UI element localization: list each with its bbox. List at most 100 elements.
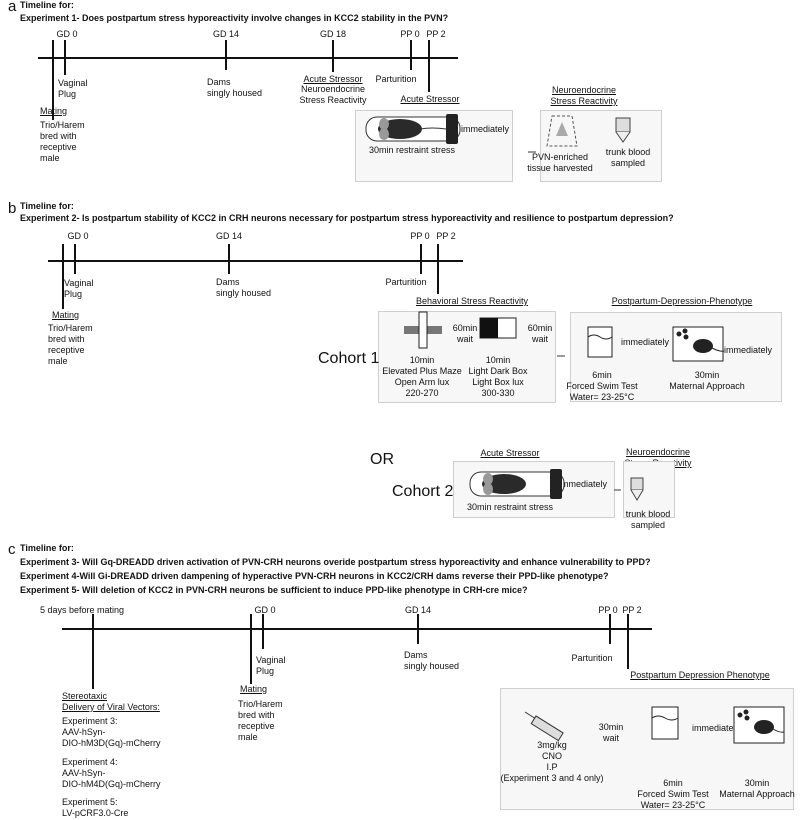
syringe-icon [524,711,564,742]
acute-stressor-a: Acute Stressor [400,94,460,104]
wait30-c: 30min wait [598,722,624,743]
timeline-a-axis [38,57,458,59]
tick-a-label-gd14: GD 14 [212,29,240,39]
restraint-tube-icon [365,114,461,144]
tube-icon-b [630,477,644,501]
wait60a-b: 60min wait [452,323,478,344]
tick-c-pp2 [627,614,629,669]
panel-a-timeline-for: Timeline for: [20,0,74,10]
swim-beaker-icon-c [651,706,679,740]
tick-a-label-gd0: GD 0 [56,29,78,39]
tick-b-gd0 [74,244,76,274]
mating-c: Mating [240,684,268,694]
parturition-b: Parturition [385,277,427,287]
timeline-b-axis [48,260,463,262]
swim-beaker-icon-b [587,326,613,358]
ppd-title-b: Postpartum-Depression-Phenotype [611,296,753,306]
wait60b-b: 60min wait [527,323,553,344]
immediately1-b: immediately [620,337,670,347]
vec3-c: Experiment 3: AAV-hSyn- DIO-hM3D(Gq)-mCh… [62,716,161,748]
vaginal-plug-b: Vaginal Plug [64,278,94,299]
tick-b-pp0 [420,244,422,274]
panel-b-title: Experiment 2- Is postpartum stability of… [20,213,674,223]
brain-slice-icon [546,115,578,147]
ldb-b: 10min Light Dark Box Light Box lux 300-3… [468,355,528,398]
tick-a-gd18 [332,40,334,72]
tick-b-label-pp2: PP 2 [436,231,456,241]
gd18-neuro: Neuroendocrine Stress Reactivity [299,84,367,105]
cno-c: 3mg/kg CNO I.P (Experiment 3 and 4 only) [500,740,604,783]
tick-c-mating [250,614,252,684]
panel-c-exp5: Experiment 5- Will deletion of KCC2 in P… [20,585,528,595]
maternal-b: 30min Maternal Approach [669,370,745,391]
cohort1: Cohort 1 [318,350,380,367]
stereotaxic-c: Stereotaxic Delivery of Viral Vectors: [62,691,160,712]
tick-a-pp2 [428,40,430,92]
mating-a: Mating [40,106,68,116]
dams-c: Dams singly housed [404,650,460,671]
vec5-c: Experiment 5: LV-pCRF3.0-Cre [62,797,129,818]
vec4-c: Experiment 4: AAV-hSyn- DIO-hM4D(Gq)-mCh… [62,757,161,789]
restraint-a: 30min restraint stress [368,145,456,155]
epm-b: 10min Elevated Plus Maze Open Arm lux 22… [382,355,462,398]
tick-c-gd14 [417,614,419,644]
fst-b: 6min Forced Swim Test Water= 23-25°C [566,370,638,402]
panel-a-letter: a [8,0,17,15]
mating-desc-a: Trio/Harem bred with receptive male [40,120,85,163]
tick-b-mating [62,244,64,309]
tube-icon-a [615,117,631,143]
timeline-c-axis [62,628,652,630]
panel-c-timeline-for: Timeline for: [20,543,74,553]
mating-desc-c: Trio/Harem bred with receptive male [238,699,283,742]
light-dark-box-icon [479,317,517,339]
acute-stressor-b: Acute Stressor [480,448,540,458]
vaginal-plug-a: Vaginal Plug [58,78,88,99]
five-days-c: 5 days before mating [40,605,125,615]
mating-b: Mating [52,310,80,320]
panel-c-letter: c [8,541,16,558]
tick-a-label-gd18: GD 18 [319,29,347,39]
tick-c-label-gd14: GD 14 [404,605,432,615]
tick-b-gd14 [228,244,230,274]
tick-a-label-pp0: PP 0 [400,29,420,39]
tick-b-pp2 [437,244,439,294]
gd18-acute-stressor: Acute Stressor [303,74,363,84]
trunk-a: trunk blood sampled [605,147,651,168]
tick-a-gd14 [225,40,227,70]
restraint-b: 30min restraint stress [466,502,554,512]
immediately-c: immediately [691,723,741,733]
tick-a-label-pp2: PP 2 [426,29,446,39]
behavioral-title-b: Behavioral Stress Reactivity [415,296,529,306]
panel-c-exp3: Experiment 3- Will Gq-DREADD driven acti… [20,557,651,567]
or-label: OR [370,451,394,468]
tick-c-label-gd0: GD 0 [254,605,276,615]
elevated-plus-maze-icon [404,311,442,349]
parturition-c: Parturition [571,653,613,663]
dams-b: Dams singly housed [216,277,272,298]
vaginal-plug-c: Vaginal Plug [256,655,286,676]
tick-c-pp0 [609,614,611,644]
tick-c-5days [92,614,94,689]
restraint-tube-icon-b [469,469,565,499]
trunk-b: trunk blood sampled [625,509,671,530]
mating-desc-b: Trio/Harem bred with receptive male [48,323,93,366]
panel-c-exp4: Experiment 4-Will Gi-DREADD driven dampe… [20,571,609,581]
dams-a: Dams singly housed [207,77,263,98]
tick-a-pp0 [410,40,412,70]
immediately-a: immediately [460,124,510,134]
immediately3-b: immediately [558,479,608,489]
maternal-c: 30min Maternal Approach [719,778,795,799]
fst-c: 6min Forced Swim Test Water= 23-25°C [637,778,709,810]
pvn-a: PVN-enriched tissue harvested [527,152,593,173]
immediately2-b: immediately [723,345,773,355]
panel-b-letter: b [8,200,17,217]
neuro-title-a: Neuroendocrine Stress Reactivity [550,85,618,106]
tick-c-label-pp0: PP 0 [598,605,618,615]
tick-b-label-pp0: PP 0 [410,231,430,241]
tick-c-gd0 [262,614,264,649]
maternal-cage-icon-b [672,326,725,362]
tick-b-label-gd0: GD 0 [67,231,89,241]
ppd-title-c: Postpartum Depression Phenotype [630,670,770,680]
panel-a-title: Experiment 1- Does postpartum stress hyp… [20,13,449,23]
